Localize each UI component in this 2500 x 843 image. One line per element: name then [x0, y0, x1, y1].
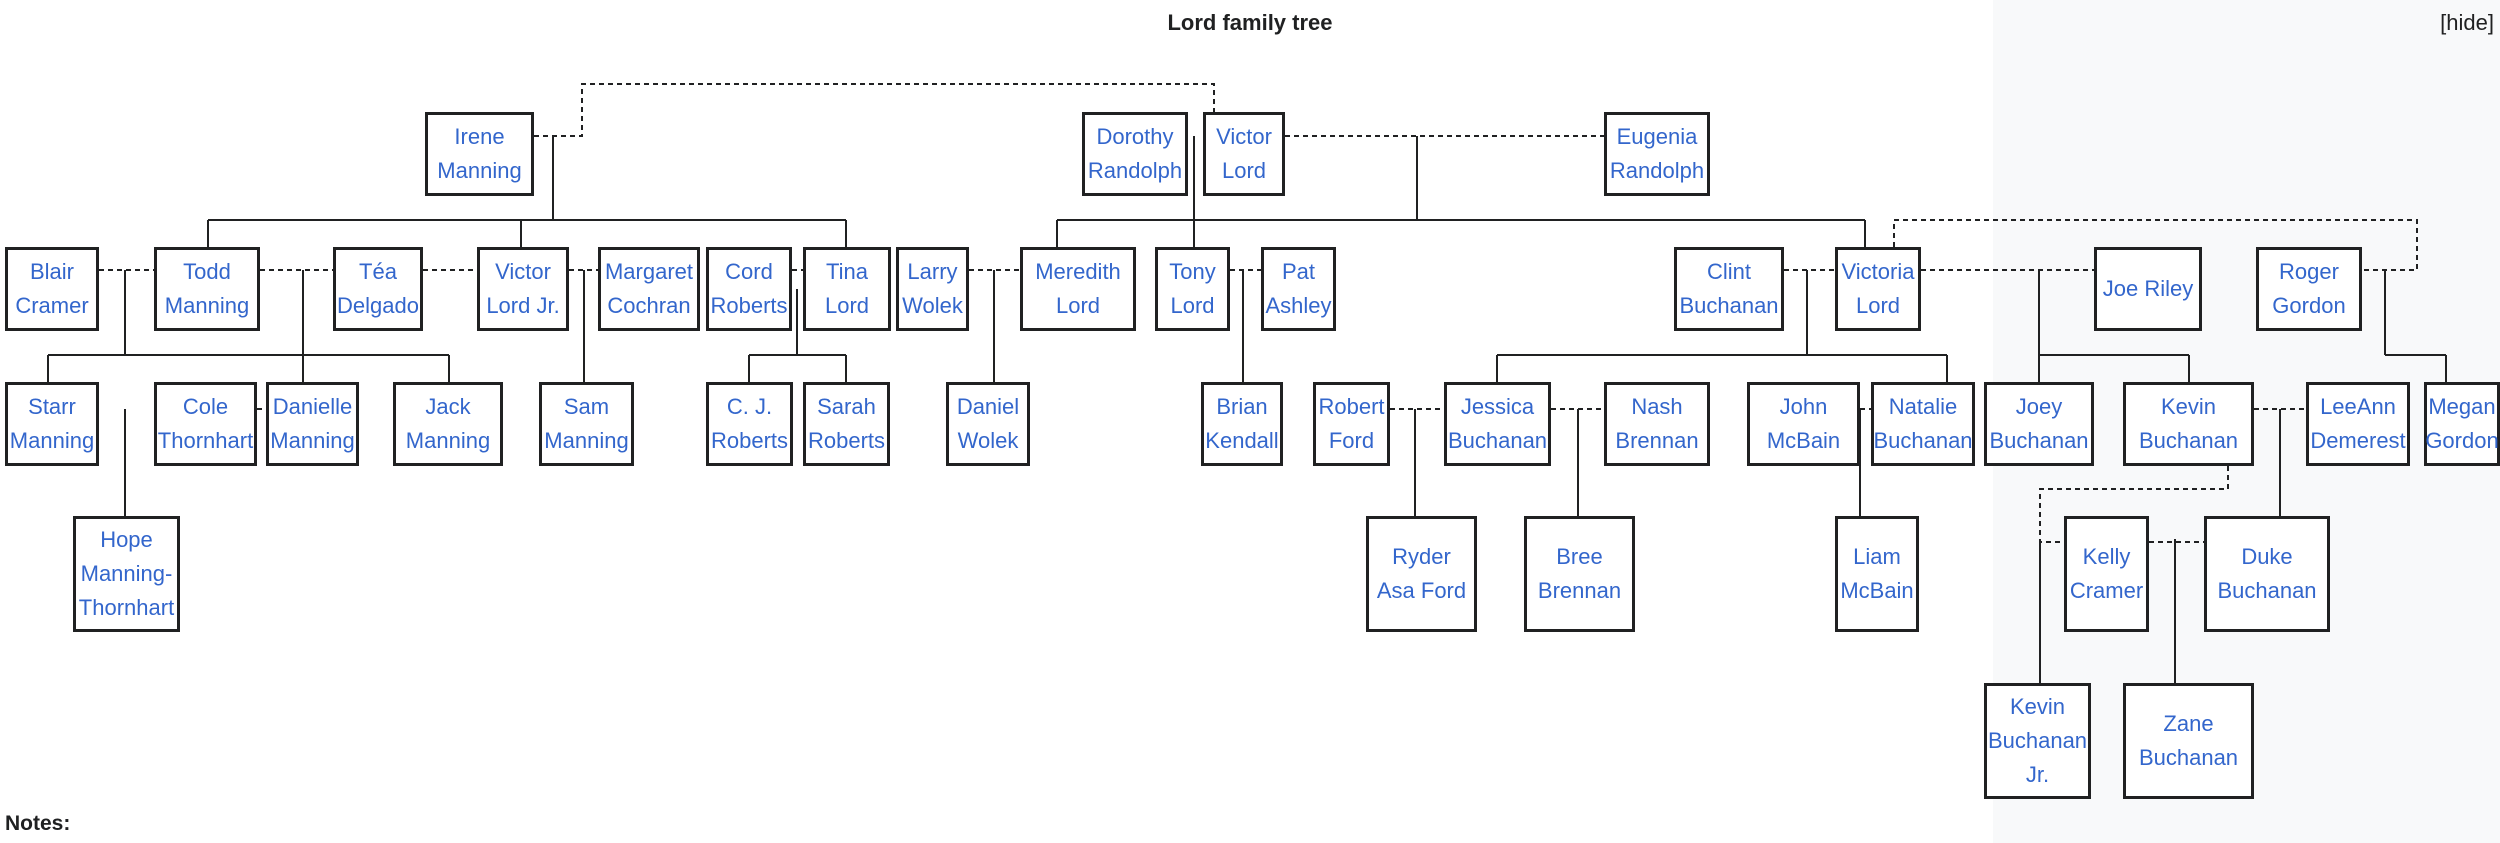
hide-toggle[interactable]: [hide]	[2440, 10, 2494, 35]
person-name: Joe Riley	[2102, 276, 2194, 301]
person-cj[interactable]: C. J.Roberts	[706, 382, 793, 466]
partnership-line	[2039, 466, 2229, 543]
person-joe[interactable]: Joe Riley	[2094, 247, 2202, 331]
person-name: C. J.Roberts	[710, 394, 789, 453]
notes-heading: Notes:	[5, 812, 71, 835]
partnership-line	[534, 83, 1215, 137]
partnership-line	[1893, 219, 2418, 271]
tree-title: Lord family tree	[1167, 10, 1333, 35]
